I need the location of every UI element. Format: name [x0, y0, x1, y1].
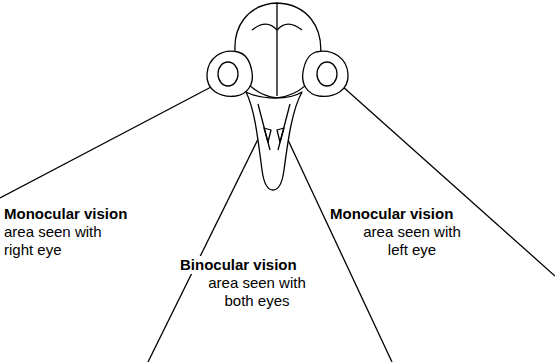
region-heading: Binocular vision — [178, 256, 299, 274]
region-note: area seen with both eyes — [200, 274, 314, 310]
region-note: area seen with left eye — [355, 223, 469, 259]
skull — [207, 3, 348, 190]
region-heading: Monocular vision — [328, 205, 455, 223]
sight-line — [342, 86, 555, 276]
sight-line — [148, 125, 265, 362]
region-heading: Monocular vision — [2, 205, 129, 223]
region-note: area seen with right eye — [2, 223, 114, 259]
sight-line — [0, 86, 213, 198]
